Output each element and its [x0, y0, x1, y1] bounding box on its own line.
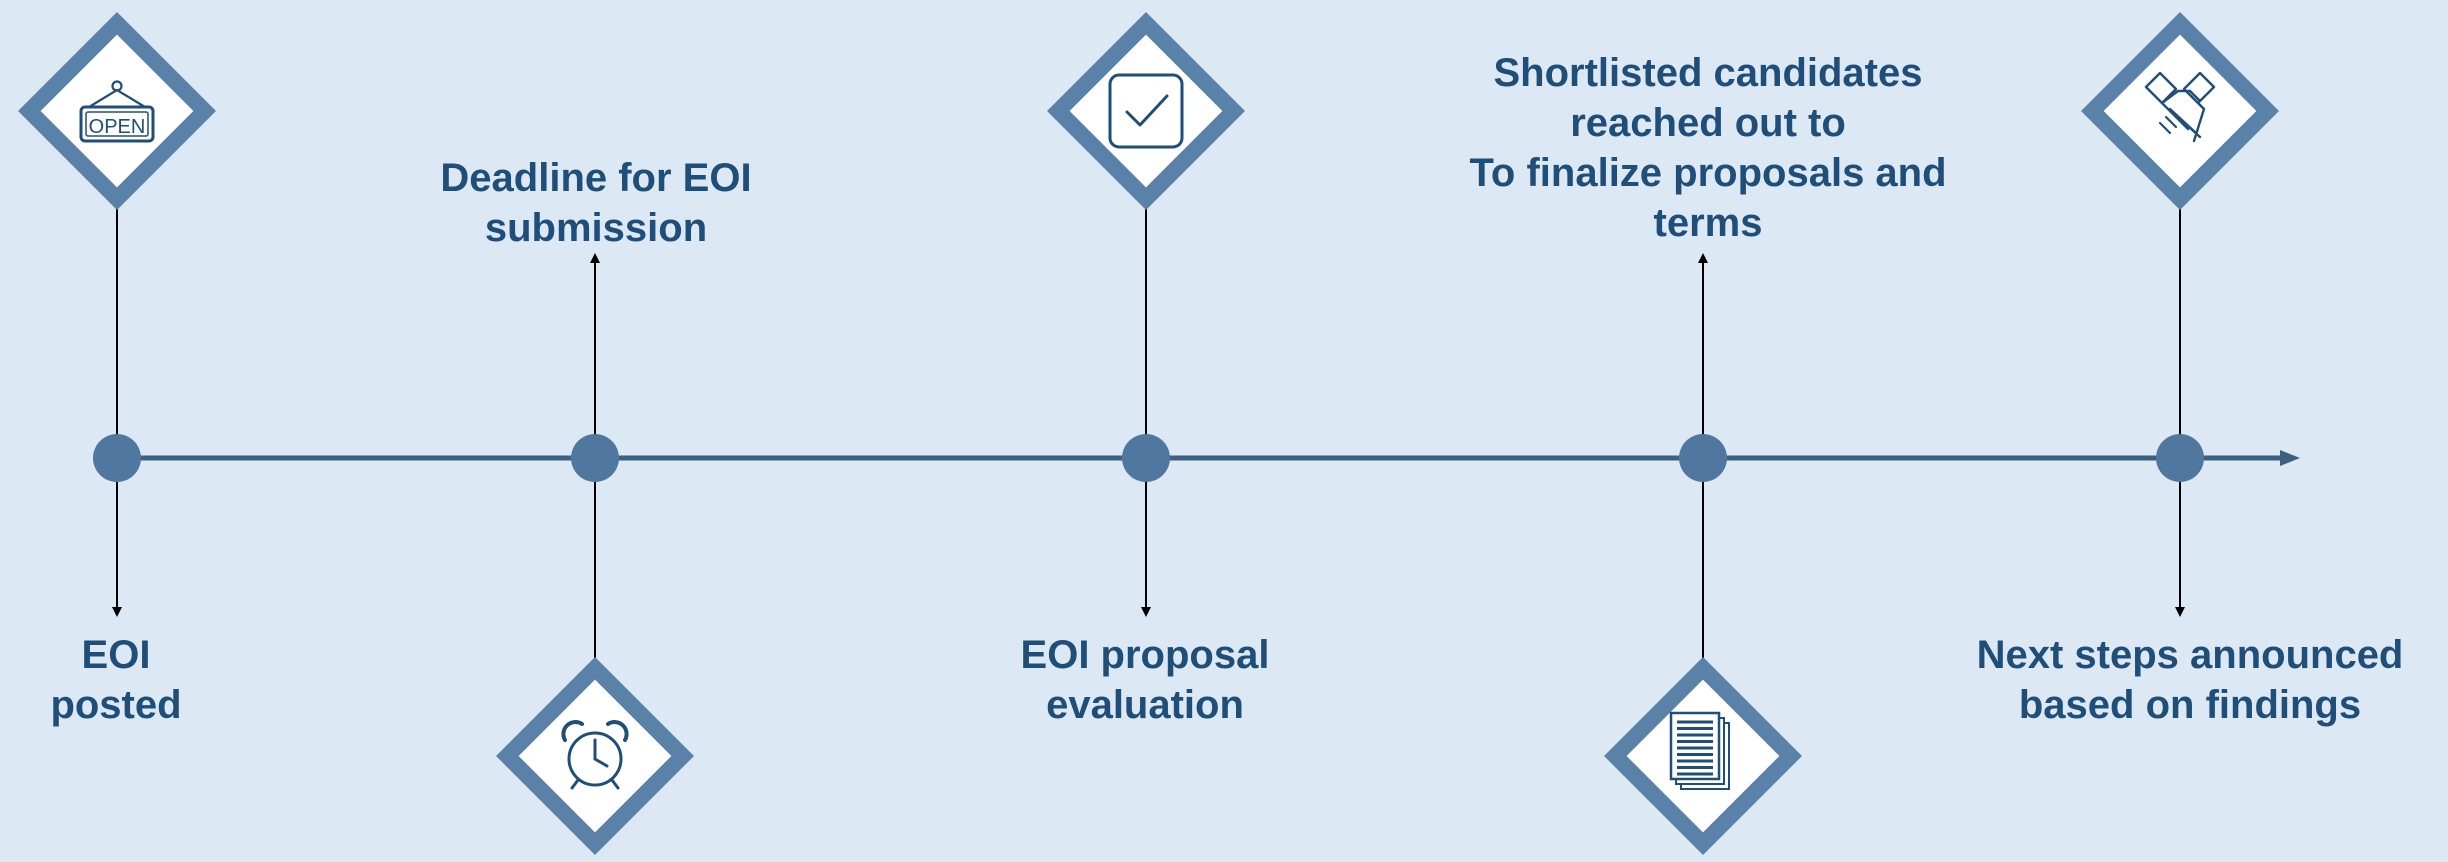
milestone-label-eoi-deadline: Deadline for EOI submission [440, 156, 752, 250]
timeline-node-eoi-deadline [571, 434, 619, 482]
milestone-label-eoi-posted: EOI posted [50, 633, 182, 727]
timeline-node-next-steps [2156, 434, 2204, 482]
milestone-diamond-eoi-evaluation [1047, 12, 1245, 210]
timeline-node-eoi-evaluation [1122, 434, 1170, 482]
milestone-label-eoi-evaluation: EOI proposal evaluation [1020, 633, 1270, 727]
milestone-label-next-steps: Next steps announced based on findings [1976, 633, 2404, 727]
checkbox-icon [1108, 73, 1184, 149]
open-sign-text: OPEN [89, 116, 146, 138]
milestone-diamond-next-steps [2081, 12, 2279, 210]
milestone-diamond-eoi-deadline [496, 657, 694, 855]
open-sign-icon: OPEN [79, 80, 155, 143]
documents-icon [1669, 711, 1730, 790]
milestone-diamond-shortlist-outreach [1604, 657, 1802, 855]
milestone-diamond-eoi-posted: OPEN [18, 12, 216, 210]
timeline-node-eoi-posted [93, 434, 141, 482]
alarm-clock-icon [561, 720, 629, 790]
handshake-icon [2144, 71, 2216, 143]
timeline-node-shortlist-outreach [1679, 434, 1727, 482]
milestone-label-shortlist-outreach: Shortlisted candidates reached out to To… [1469, 51, 1947, 245]
